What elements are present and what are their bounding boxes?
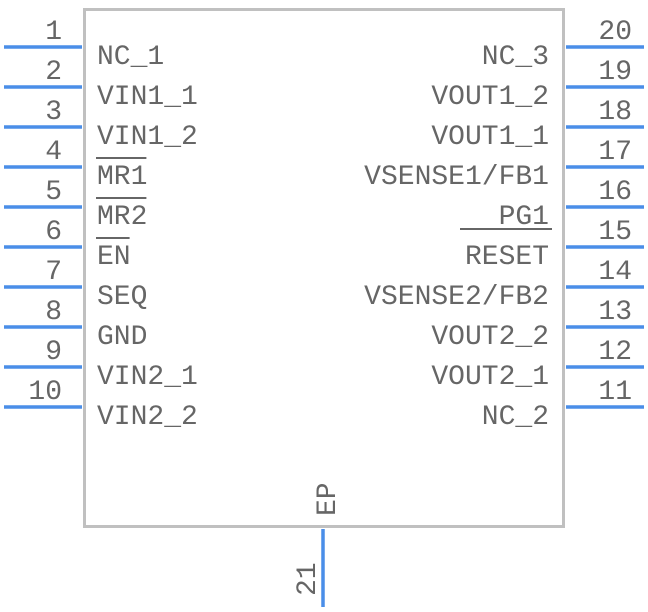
pin-name: RESET [465,242,549,273]
pin-number: 17 [598,137,632,168]
pin-number: 9 [45,337,62,368]
pin-name: VIN2_1 [97,362,198,393]
pin-number: 4 [45,137,62,168]
pin-name: EN [97,242,131,273]
pin-number: 19 [598,57,632,88]
pin-number: 2 [45,57,62,88]
pin-21: 21 EP [293,482,344,607]
bottom-pin-group: 21 EP [293,482,344,607]
pin-number: 15 [598,217,632,248]
pin-number: 12 [598,337,632,368]
pin-name: NC_2 [482,402,549,433]
pin-number: 16 [598,177,632,208]
pin-name: VSENSE1/FB1 [364,162,549,193]
pin-name: MR1 [97,162,147,193]
pin-name: NC_3 [482,42,549,73]
pin-name: VOUT1_1 [431,122,549,153]
pin-1: 1NC_1 [4,17,164,73]
pin-number: 18 [598,97,632,128]
pin-6: 6EN [4,217,131,273]
pin-name: VOUT2_1 [431,362,549,393]
left-pin-group: 1NC_12VIN1_13VIN1_24MR15MR26EN7SEQ8GND9V… [4,17,198,433]
pin-number: 21 [293,562,324,596]
pin-name: VIN2_2 [97,402,198,433]
pin-name: EP [313,482,344,516]
pin-name: PG1 [499,202,549,233]
pin-number: 14 [598,257,632,288]
pin-number: 5 [45,177,62,208]
pin-name: VIN1_2 [97,122,198,153]
pin-number: 13 [598,297,632,328]
pin-name: MR2 [97,202,147,233]
pin-name: VOUT2_2 [431,322,549,353]
pin-number: 6 [45,217,62,248]
pin-number: 8 [45,297,62,328]
pin-number: 1 [45,17,62,48]
pin-number: 20 [598,17,632,48]
pin-name: GND [97,322,147,353]
component-body [83,8,565,528]
pin-name: VSENSE2/FB2 [364,282,549,313]
pin-name: SEQ [97,282,147,313]
pin-number: 11 [598,377,632,408]
pin-number: 7 [45,257,62,288]
pin-number: 3 [45,97,62,128]
pin-name: NC_1 [97,42,164,73]
pin-name: VIN1_1 [97,82,198,113]
pin-number: 10 [28,377,62,408]
pin-name: VOUT1_2 [431,82,549,113]
